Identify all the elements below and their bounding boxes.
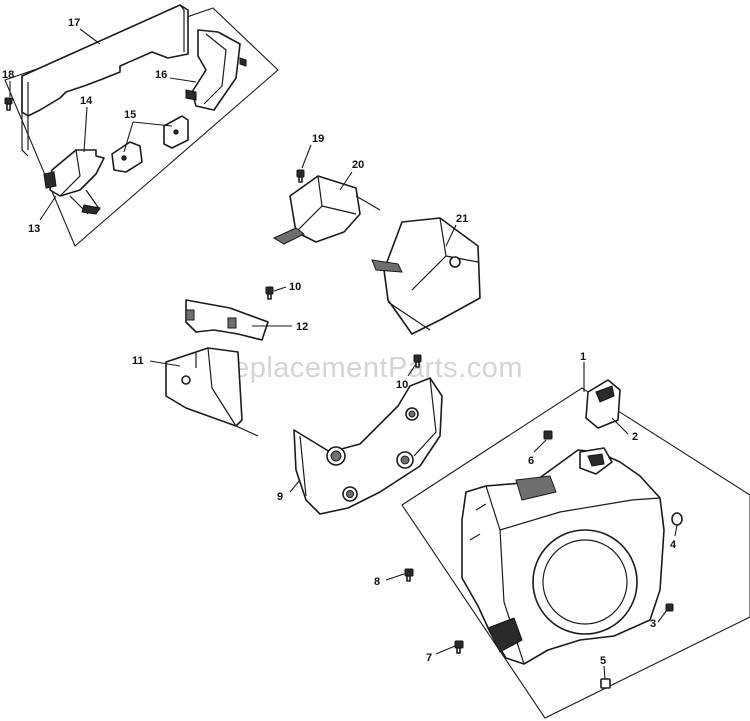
callout-7: 7 xyxy=(426,652,432,664)
callout-2: 2 xyxy=(632,431,638,443)
leader-lines xyxy=(9,28,678,680)
callout-18: 18 xyxy=(2,69,14,81)
part-1-blower-housing xyxy=(461,447,665,665)
part-17-baffle-bracket xyxy=(21,4,189,157)
part-5-nut xyxy=(600,678,611,689)
callout-21: 21 xyxy=(456,213,468,225)
callout-6: 6 xyxy=(528,455,534,467)
part-15-plates xyxy=(111,115,189,173)
part-12-bracket xyxy=(185,299,269,341)
part-3-screw xyxy=(665,603,674,612)
callout-17: 17 xyxy=(68,17,80,29)
callout-14: 14 xyxy=(80,95,93,107)
part-4-plug xyxy=(671,512,683,526)
callout-19: 19 xyxy=(312,133,324,145)
callout-9: 9 xyxy=(277,491,283,503)
callout-12: 12 xyxy=(296,321,308,333)
part-11-baffle xyxy=(165,347,259,437)
callout-16: 16 xyxy=(155,69,167,81)
callout-5: 5 xyxy=(600,655,606,667)
callout-3: 3 xyxy=(650,618,656,630)
callout-20: 20 xyxy=(352,159,364,171)
callout-13: 13 xyxy=(28,223,40,235)
part-8-screw xyxy=(404,568,414,582)
part-20-shroud xyxy=(272,175,381,245)
part-16-bracket xyxy=(185,29,247,111)
part-2-grommet xyxy=(585,379,621,429)
part-14-bracket xyxy=(43,149,105,215)
callout-11: 11 xyxy=(132,355,144,367)
callout-1: 1 xyxy=(580,351,586,363)
part-7-screw xyxy=(454,640,464,654)
part-21-shroud xyxy=(371,217,481,335)
callout-10-upper: 10 xyxy=(289,281,301,293)
callout-10-lower: 10 xyxy=(396,379,408,391)
callout-labels: 17 18 16 14 15 13 19 20 21 10 12 11 10 9… xyxy=(2,17,677,667)
part-6-nut xyxy=(543,430,553,440)
watermark-text: eReplacementParts.com xyxy=(195,352,523,384)
callout-8: 8 xyxy=(374,576,380,588)
callout-15: 15 xyxy=(124,109,136,121)
part-10-screw-upper xyxy=(265,286,274,300)
blower-housing-group-frame xyxy=(401,387,750,719)
part-9-cylinder-baffle xyxy=(293,377,443,515)
part-19-screw xyxy=(296,169,305,183)
callout-4: 4 xyxy=(670,539,677,551)
part-18-screw xyxy=(4,97,13,111)
